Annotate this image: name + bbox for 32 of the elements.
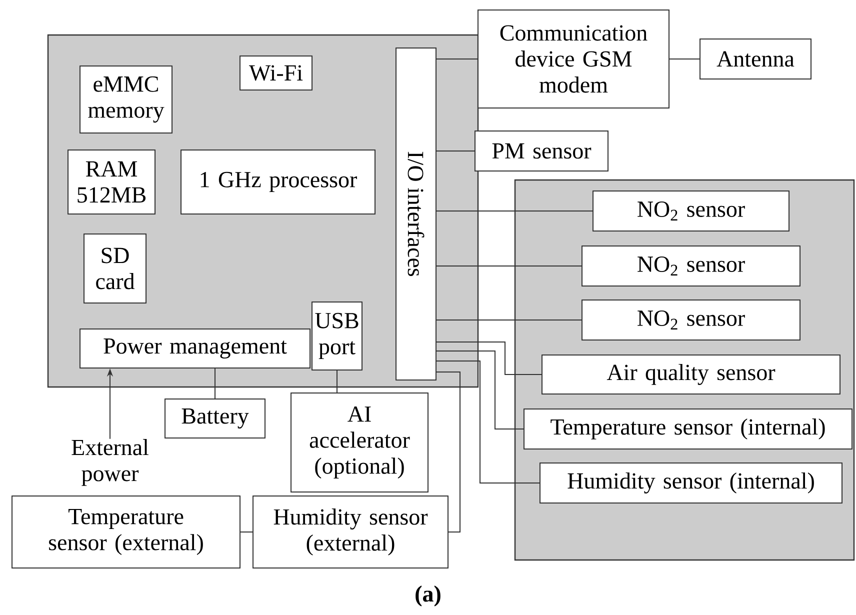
- connector-line: [436, 150, 475, 152]
- component-box: Humidity sensor (external): [252, 496, 448, 568]
- input-label: External power: [72, 439, 149, 486]
- component-box: PM sensor: [474, 130, 608, 172]
- component-box: NO$_{2}$ sensor: [592, 190, 790, 232]
- component-box: 1 GHz processor: [180, 150, 376, 214]
- connector-line: [336, 370, 338, 393]
- component-box: Humidity sensor (internal): [540, 462, 842, 504]
- connector-line: [214, 368, 216, 399]
- connector-line: [436, 210, 593, 212]
- component-box: Temperature sensor (internal): [524, 408, 852, 450]
- component-box: NO$_{2}$ sensor: [582, 246, 800, 286]
- component-box: Communication device GSM modem: [478, 10, 670, 108]
- interface-bar: I/O interfaces: [396, 48, 436, 380]
- component-box: eMMC memory: [80, 66, 172, 134]
- connector-line: [669, 58, 700, 60]
- component-box: Temperature sensor (external): [12, 496, 240, 568]
- connector-line: [436, 58, 478, 60]
- component-box: Air quality sensor: [542, 354, 840, 394]
- connector-line: [436, 360, 540, 484]
- component-box: SD card: [84, 234, 146, 304]
- connector-line: [436, 372, 460, 532]
- caption: (a): [416, 586, 440, 606]
- component-box: RAM 512MB: [68, 150, 156, 214]
- component-box: AI accelerator (optional): [290, 392, 428, 492]
- connector-line: [436, 342, 542, 375]
- component-box: Antenna: [700, 38, 812, 80]
- component-box: Battery: [164, 398, 266, 438]
- component-box: USB port: [312, 302, 362, 370]
- component-box: NO$_{2}$ sensor: [582, 300, 800, 340]
- component-box: Wi-Fi: [240, 56, 312, 90]
- connector-line: [436, 350, 524, 430]
